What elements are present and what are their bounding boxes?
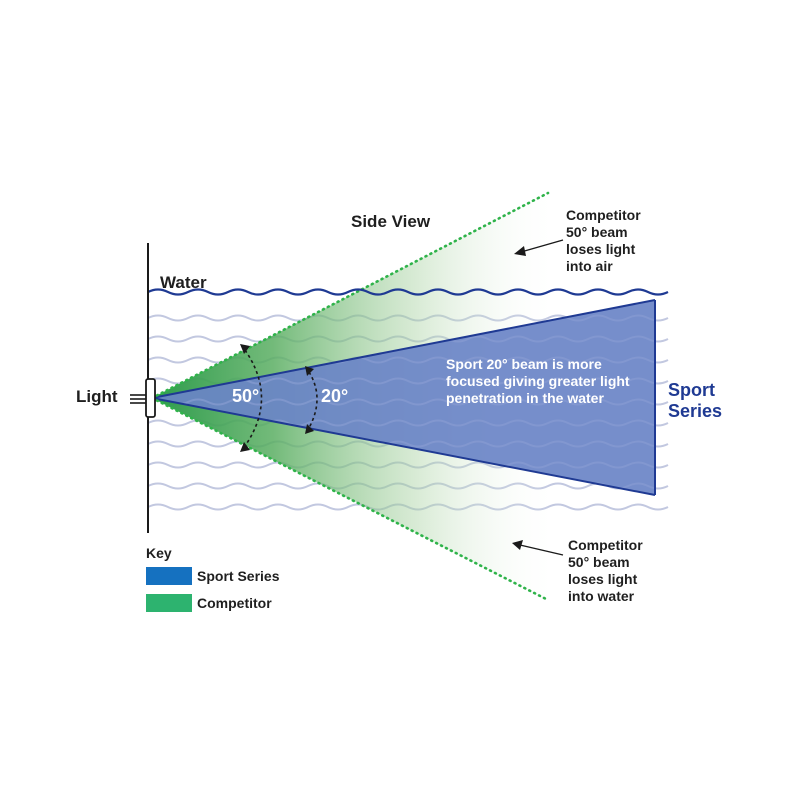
arrow-to-bottom-callout — [512, 540, 564, 556]
competitor-air-callout: Competitor 50° beam loses light into air — [566, 207, 686, 275]
sport-series-label: Sport Series — [668, 380, 723, 421]
key-item-competitor: Competitor — [146, 593, 272, 613]
key-item-sport-series: Sport Series — [146, 566, 279, 586]
callout-line: 50° beam — [568, 554, 630, 570]
callout-line: loses light — [566, 241, 636, 257]
callout-line: into air — [566, 258, 613, 274]
callout-line: loses light — [568, 571, 638, 587]
wave-line — [152, 398, 655, 406]
competitor-beam-lower-edge — [150, 396, 550, 602]
competitor-water-callout: Competitor 50° beam loses light into wat… — [568, 537, 688, 605]
arrow-to-top-callout — [514, 239, 564, 256]
light-label: Light — [76, 387, 118, 406]
callout-line: 50° beam — [566, 224, 628, 240]
sport-beam-lower-edge — [151, 397, 656, 496]
key-title: Key — [146, 545, 172, 561]
sport-series-beam — [152, 300, 655, 495]
sport-beam-description: Sport 20° beam is more focused giving gr… — [446, 356, 630, 406]
angle-20-label: 20° — [321, 386, 349, 406]
sport-beam-upper-edge — [151, 299, 656, 399]
angle-50-label: 50° — [232, 386, 260, 406]
key-swatch — [146, 594, 192, 612]
callout-line: into water — [568, 588, 635, 604]
angle-20-arc — [305, 366, 318, 434]
light-fixture-icon — [130, 378, 156, 418]
water-label: Water — [160, 273, 207, 292]
key-label: Competitor — [197, 595, 272, 611]
key-swatch — [146, 567, 192, 585]
key-label: Sport Series — [197, 568, 280, 584]
water-surface-line — [147, 288, 669, 296]
callout-line: Competitor — [566, 207, 641, 223]
diagram-title: Side View — [351, 212, 431, 231]
callout-line: Competitor — [568, 537, 643, 553]
angle-50-arc — [240, 344, 263, 452]
